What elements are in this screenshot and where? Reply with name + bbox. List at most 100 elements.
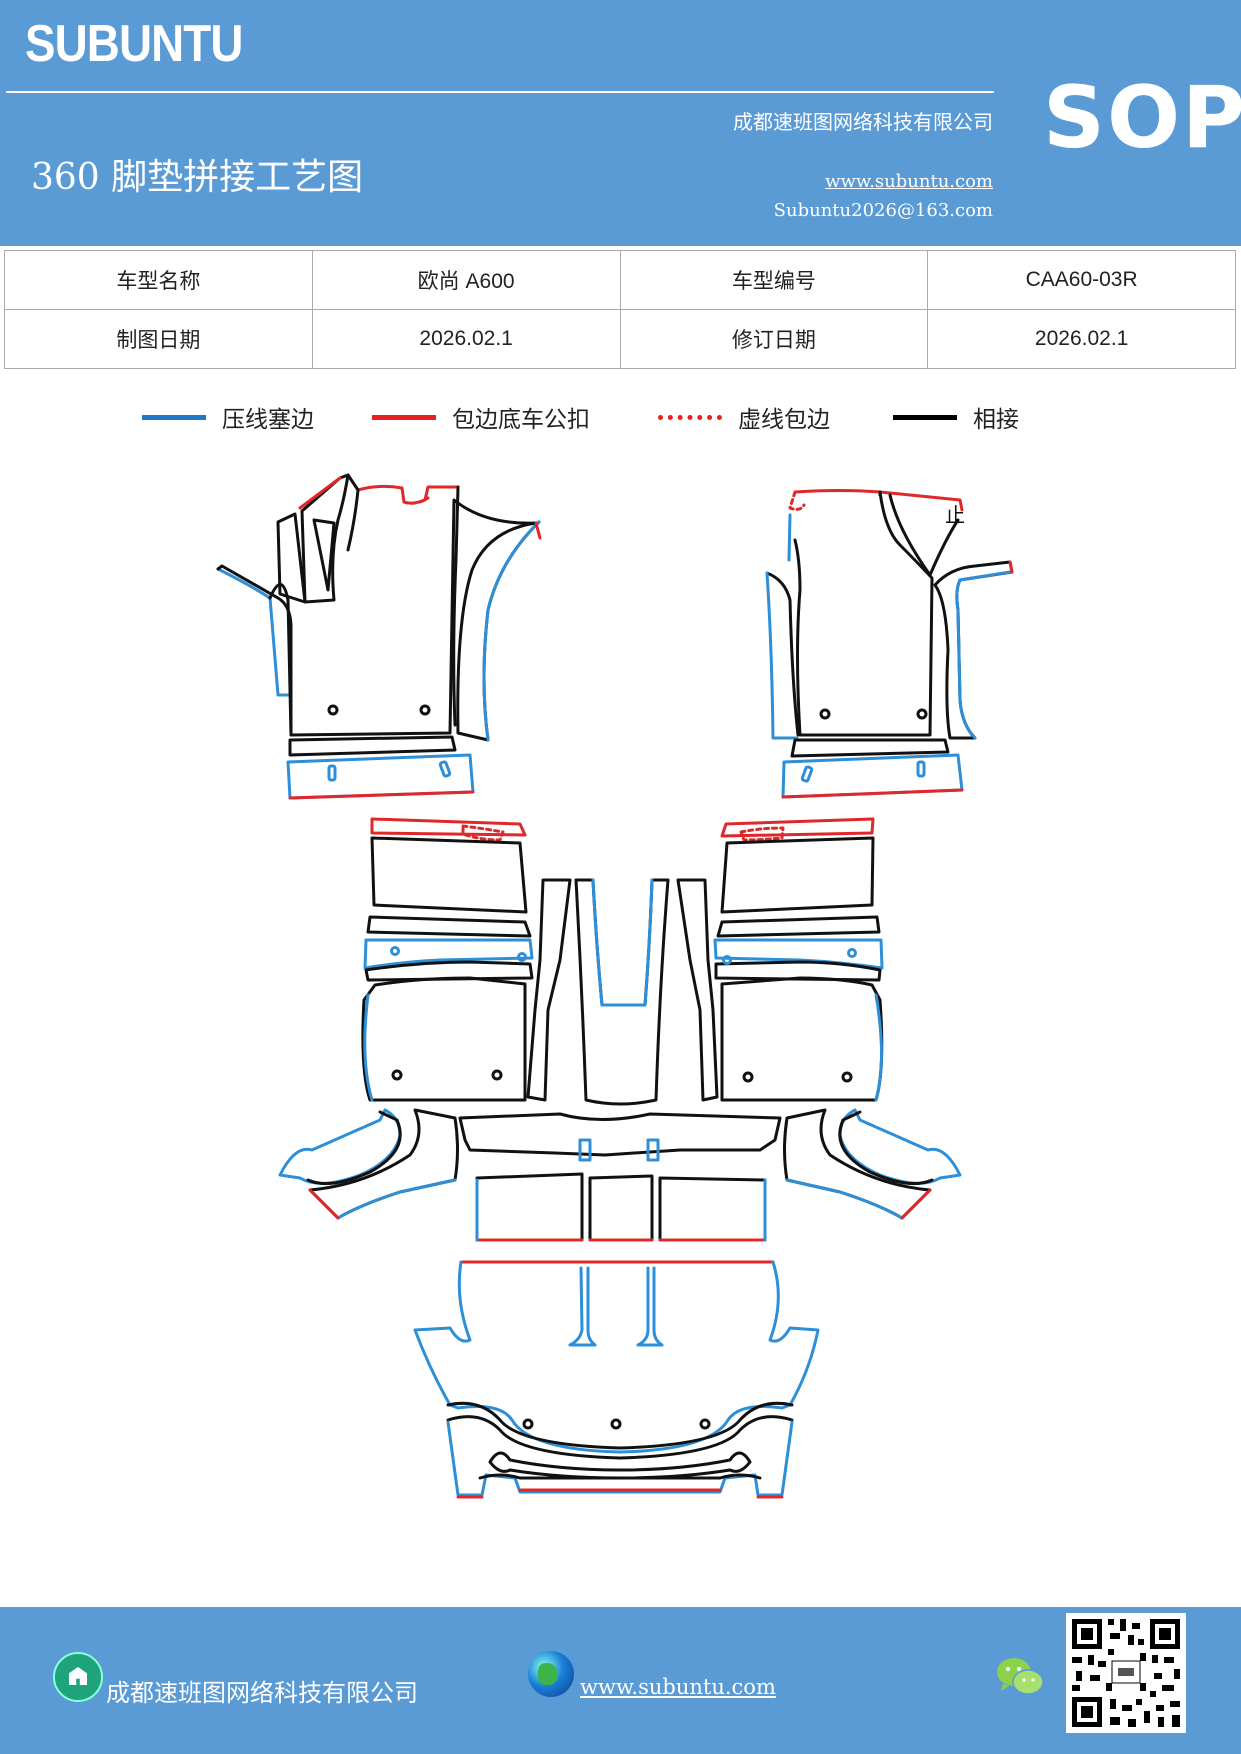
mat-edge-black bbox=[793, 490, 934, 737]
mat-edge-red-dotted bbox=[739, 826, 785, 842]
header: SUBUNTU SOP 360 脚垫拼接工艺图 成都速班图网络科技有限公司 ww… bbox=[0, 0, 1241, 246]
mat-edge-black bbox=[765, 571, 800, 737]
mat-edge-black bbox=[888, 493, 960, 577]
clip-slot bbox=[438, 760, 452, 778]
fixing-hole bbox=[522, 1418, 534, 1430]
model-name-value: 欧尚 A600 bbox=[311, 250, 621, 310]
mat-edge-black bbox=[312, 518, 336, 592]
mat-edge-red bbox=[720, 817, 875, 838]
mat-edge-red bbox=[288, 790, 475, 800]
mat-edge-black bbox=[364, 960, 534, 982]
mat-edge-blue bbox=[475, 1178, 767, 1242]
fixing-hole bbox=[819, 708, 831, 720]
legend: 压线塞边 包边底车公扣 虚线包边 相接 bbox=[0, 400, 1241, 440]
mat-edge-blue bbox=[765, 571, 799, 740]
mat-edge-red-dotted bbox=[402, 496, 430, 505]
fixing-hole bbox=[916, 708, 928, 720]
legend-label: 压线塞边 bbox=[222, 407, 314, 433]
mat-edge-blue bbox=[363, 938, 534, 970]
mat-edge-black bbox=[588, 1174, 654, 1242]
mat-edge-red bbox=[356, 484, 460, 505]
wechat-icon[interactable] bbox=[995, 1655, 1045, 1699]
revise-date-label: 修订日期 bbox=[619, 309, 929, 369]
fixing-hole bbox=[742, 1071, 754, 1083]
sop-badge: SOP bbox=[1043, 68, 1241, 168]
model-code-value: CAA60-03R bbox=[927, 250, 1236, 310]
legend-swatch bbox=[658, 414, 722, 420]
footer-website-link[interactable]: www.subuntu.com bbox=[580, 1675, 776, 1699]
mat-edge-red bbox=[900, 1188, 932, 1220]
mat-edge-black bbox=[933, 560, 1014, 740]
mat-edge-blue bbox=[568, 1266, 597, 1347]
mat-edge-red bbox=[1008, 560, 1014, 574]
mat-edge-blue bbox=[336, 1178, 457, 1220]
footer: 成都速班图网络科技有限公司 www.subuntu.com bbox=[0, 1607, 1241, 1754]
mat-edge-black bbox=[276, 512, 307, 604]
mat-edge-red-dotted bbox=[461, 824, 505, 842]
qr-code bbox=[1066, 1613, 1186, 1733]
mat-edge-black bbox=[478, 1473, 762, 1480]
fixing-hole bbox=[327, 704, 339, 716]
legend-item-wrap-edge: 包边底车公扣 bbox=[372, 400, 590, 434]
mat-edge-black bbox=[574, 878, 670, 1106]
mat-edge-black bbox=[446, 1401, 794, 1450]
mat-edge-black bbox=[216, 498, 538, 737]
brand-logo: SUBUNTU bbox=[25, 15, 243, 73]
legend-swatch bbox=[372, 414, 436, 420]
model-code-label: 车型编号 bbox=[619, 250, 929, 310]
mat-edge-black bbox=[366, 915, 532, 938]
table-row: 车型名称 欧尚 A600 车型编号 CAA60-03R bbox=[4, 250, 1236, 310]
mat-edge-red bbox=[534, 521, 542, 540]
header-website-link[interactable]: www.subuntu.com bbox=[825, 171, 993, 192]
mat-edge-red bbox=[456, 1488, 784, 1499]
clip-hole bbox=[390, 946, 400, 956]
clip-slot bbox=[916, 760, 926, 778]
mat-edge-black bbox=[446, 1415, 794, 1460]
clip-hole bbox=[722, 955, 732, 965]
center-tunnel-mat bbox=[574, 878, 670, 1106]
mat-edge-blue bbox=[413, 1260, 820, 1454]
mat-edge-black bbox=[838, 1110, 934, 1186]
header-divider bbox=[6, 91, 994, 93]
mat-edge-black bbox=[720, 836, 875, 914]
mat-edge-black bbox=[458, 1112, 782, 1157]
draw-date-label: 制图日期 bbox=[4, 309, 313, 369]
mat-edge-red-dotted bbox=[788, 490, 806, 511]
mat-edge-black bbox=[475, 1172, 584, 1242]
clip-slot bbox=[800, 765, 814, 783]
fixing-hole bbox=[419, 704, 431, 716]
mat-edge-black bbox=[526, 878, 572, 1102]
fixing-hole bbox=[610, 1418, 622, 1430]
mat-edge-black bbox=[370, 836, 528, 914]
middle-left-mat bbox=[361, 817, 572, 1102]
mat-edge-blue bbox=[482, 520, 541, 742]
mat-edge-blue bbox=[636, 1266, 664, 1347]
fixing-hole bbox=[699, 1418, 711, 1430]
fixing-hole bbox=[391, 1069, 403, 1081]
legend-item-joint: 相接 bbox=[893, 400, 1019, 434]
draw-date-value: 2026.02.1 bbox=[311, 309, 621, 369]
mat-edge-black bbox=[456, 520, 541, 742]
middle-right-mat bbox=[676, 817, 884, 1102]
clip-hole bbox=[517, 952, 527, 962]
header-email[interactable]: Subuntu2026@163.com bbox=[773, 200, 993, 221]
mat-edge-black bbox=[300, 473, 350, 604]
front-left-mat bbox=[216, 473, 542, 800]
header-company: 成都速班图网络科技有限公司 bbox=[733, 110, 993, 134]
mat-edge-blue bbox=[363, 993, 374, 1102]
legend-item-press-line: 压线塞边 bbox=[142, 400, 314, 434]
document-title: 360 脚垫拼接工艺图 bbox=[31, 157, 364, 198]
legend-label: 包边底车公扣 bbox=[452, 407, 590, 433]
model-name-label: 车型名称 bbox=[4, 250, 313, 310]
mat-edge-black bbox=[658, 1176, 767, 1242]
mat-edge-blue bbox=[787, 513, 792, 562]
footer-company: 成都速班图网络科技有限公司 bbox=[106, 1679, 418, 1707]
legend-item-dotted-wrap: 虚线包边 bbox=[658, 400, 830, 434]
revise-date-value: 2026.02.1 bbox=[927, 309, 1236, 369]
mat-edge-black bbox=[306, 1110, 402, 1186]
mat-edge-black bbox=[716, 915, 881, 938]
fixing-hole bbox=[841, 1071, 853, 1083]
globe-icon bbox=[528, 1651, 574, 1697]
mat-edge-black bbox=[714, 960, 882, 982]
mat-edge-blue bbox=[446, 1420, 794, 1497]
